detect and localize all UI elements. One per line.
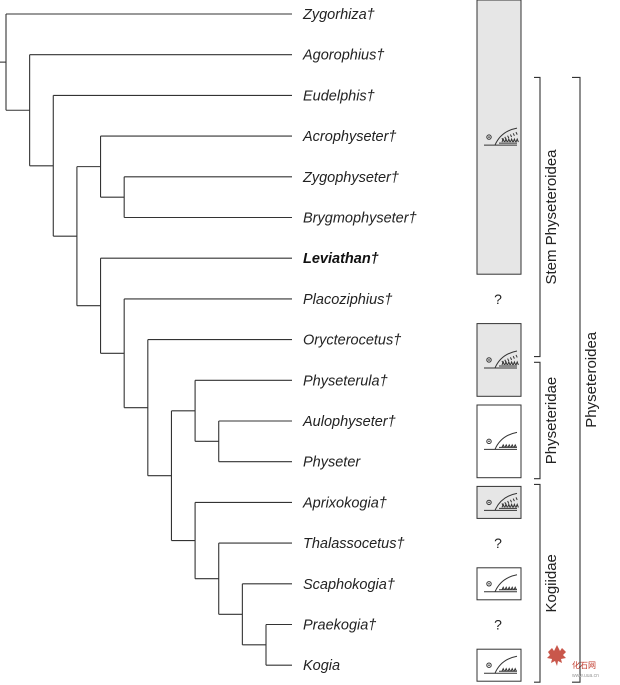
taxon-label: Orycterocetus† [303, 333, 401, 349]
character-box [476, 404, 522, 479]
toothless-jaw-icon [484, 574, 518, 593]
character-boxes [476, 0, 522, 682]
taxon-label: Acrophyseter† [302, 129, 397, 145]
toothless-jaw-icon [484, 431, 518, 450]
taxon-label: Zygorhiza† [302, 7, 375, 23]
unknown-marker: ? [494, 617, 502, 633]
toothed-jaw-icon [484, 492, 519, 511]
taxon-label: Praekogia† [303, 618, 376, 634]
taxon-label: Aulophyseter† [302, 414, 396, 430]
toothed-jaw-icon [484, 350, 519, 369]
taxon-label: Physeter [303, 455, 361, 471]
character-box [476, 0, 522, 275]
taxon-label: Physeterula† [303, 373, 388, 389]
cladogram-branches [0, 13, 292, 666]
taxon-label: Aprixokogia† [302, 495, 387, 511]
toothless-jaw-icon [484, 655, 518, 674]
clade-bracket [534, 76, 541, 358]
clade-bracket [572, 76, 581, 683]
toothed-jaw-icon [484, 127, 519, 146]
character-box [476, 323, 522, 397]
maple-leaf-icon [547, 645, 566, 666]
taxon-label: Brygmophyseter† [303, 211, 417, 227]
clade-label: Kogiidae [543, 554, 560, 612]
watermark-url: www.uua.cn [572, 673, 599, 679]
unknown-marker: ? [494, 535, 502, 551]
taxon-label: Scaphokogia† [303, 577, 395, 593]
watermark-text: 化石网 [572, 660, 596, 670]
taxon-labels: Zygorhiza† Agorophius† Eudelphis† Acrophyse… [302, 7, 417, 674]
clade-label: Physeteroidea [583, 331, 600, 428]
clade-label: Stem Physeteroidea [543, 149, 560, 285]
character-box [476, 648, 522, 682]
taxon-label: Eudelphis† [303, 88, 375, 104]
taxon-label: Kogia [303, 658, 340, 674]
clade-bracket [534, 361, 541, 480]
clade-label: Physeteridae [543, 377, 560, 465]
watermark: 化石网 www.uua.cn [547, 645, 599, 679]
taxon-label: Zygophyseter† [302, 170, 399, 186]
character-box [476, 485, 522, 519]
unknown-marker: ? [494, 291, 502, 307]
clade-bracket [534, 483, 541, 683]
taxon-label: Placoziphius† [303, 292, 392, 308]
taxon-label: Leviathan† [303, 251, 379, 267]
unknown-markers: ??? [494, 291, 502, 633]
taxon-label: Thalassocetus† [303, 536, 405, 552]
taxon-label: Agorophius† [302, 48, 384, 64]
character-box [476, 567, 522, 601]
